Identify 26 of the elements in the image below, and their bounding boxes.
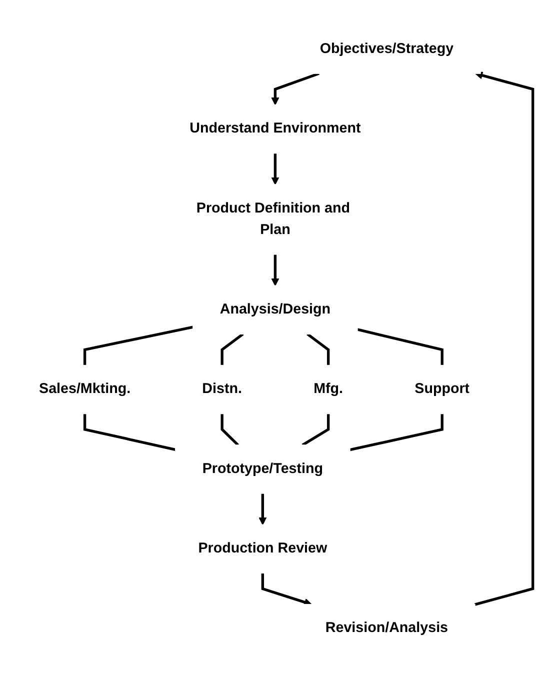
node-text: Revision/Analysis [325,620,448,636]
node-text: Prototype/Testing [202,460,324,476]
node-text: Production Review [198,540,328,556]
connector [83,325,194,365]
arrow [271,72,320,105]
node-text: Objectives/Strategy [320,40,454,56]
arrow [474,71,534,606]
arrow [271,254,280,286]
arrow [258,492,267,525]
connector [220,332,244,365]
connector [220,413,239,446]
connector [302,413,330,446]
connector [83,413,176,451]
connector [306,332,330,365]
arrow [271,152,280,184]
node-text: Mfg. [314,381,344,396]
node-text: Support [414,381,470,396]
arrow [261,572,312,606]
node-text: Understand Environment [190,120,361,136]
node-text: Distn. [202,381,242,396]
connector [350,413,444,451]
node-text: Product Definition and Plan [196,200,350,237]
node-text: Sales/Mkting. [39,381,131,396]
connector [357,328,444,365]
node-text: Analysis/Design [220,301,331,317]
flowchart-drawing: Objectives/Strategy Understand Environment Product Definition and Plan Analysis/Design Sales/Mkting. Distn. Mfg. Support Prototype/Testing Production Review Revision/Analysis [5,18,540,660]
